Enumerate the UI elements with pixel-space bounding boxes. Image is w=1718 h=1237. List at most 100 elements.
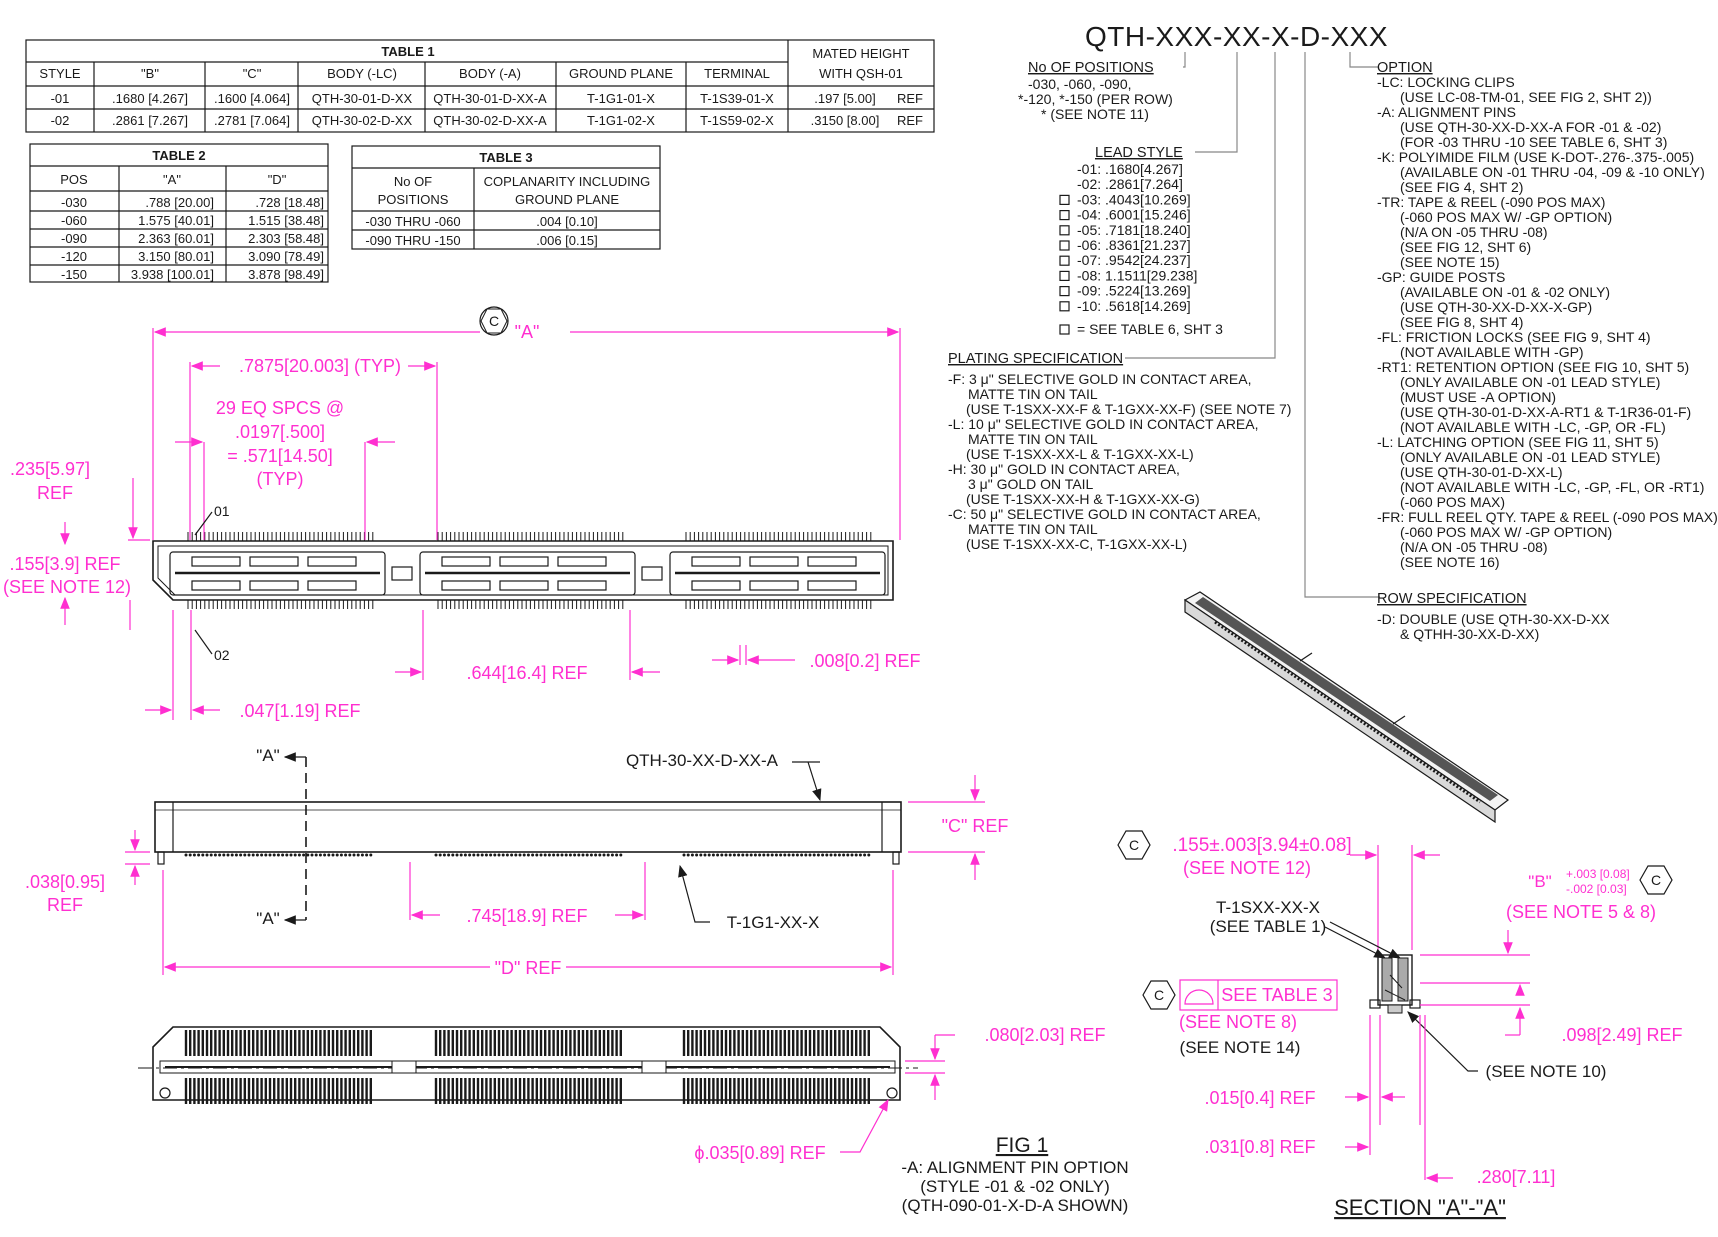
- option-line: -TR: TAPE & REEL (-090 POS MAX): [1377, 194, 1605, 210]
- table-2-cell: 1.515 [38.48]: [248, 213, 324, 228]
- table-1-title: TABLE 1: [381, 44, 434, 59]
- side-pin: [476, 853, 480, 857]
- side-pin: [497, 853, 501, 857]
- option-line: (FOR -03 THRU -10 SEE TABLE 6, SHT 3): [1400, 134, 1667, 150]
- dim-155: (SEE NOTE 12): [3, 577, 131, 597]
- side-pin: [234, 853, 238, 857]
- side-pin: [577, 853, 581, 857]
- option-line: (NOT AVAILABLE WITH -LC, -GP, OR -FL): [1400, 419, 1666, 435]
- table-3-cell: .006 [0.15]: [536, 233, 597, 248]
- side-pin: [741, 853, 745, 857]
- lead-style-item: -02: .2861[7.264]: [1077, 176, 1183, 192]
- table-6-box-icon: [1059, 225, 1070, 236]
- lead-style-item: -09: .5224[13.269]: [1077, 283, 1191, 299]
- option-line: (NOT AVAILABLE WITH -LC, -GP, -FL, OR -R…: [1400, 479, 1704, 495]
- side-pin: [589, 853, 593, 857]
- section-title: SECTION "A"-"A": [1334, 1195, 1506, 1220]
- side-pin: [720, 853, 724, 857]
- side-pin: [749, 853, 753, 857]
- critical-symbol: C: [489, 313, 499, 329]
- plating-line: -F: 3 μ" SELECTIVE GOLD IN CONTACT AREA,: [948, 371, 1251, 387]
- plating-line: 3 μ" GOLD ON TAIL: [968, 476, 1094, 492]
- lead-style-item: -01: .1680[4.267]: [1077, 161, 1183, 177]
- row-spec-line: -D: DOUBLE (USE QTH-30-XX-D-XX: [1377, 611, 1610, 627]
- table-6-box-icon: [1059, 194, 1070, 205]
- side-pin: [732, 853, 736, 857]
- plating-line: MATTE TIN ON TAIL: [968, 386, 1098, 402]
- option-line: (USE QTH-30-XX-D-XX-X-GP): [1400, 299, 1592, 315]
- side-pin: [514, 853, 518, 857]
- option-line: (USE QTH-30-XX-D-XX-A FOR -01 & -02): [1400, 119, 1661, 135]
- table-1-header: GROUND PLANE: [569, 66, 673, 81]
- side-pin: [686, 853, 690, 857]
- side-pin: [281, 853, 285, 857]
- side-pin: [339, 853, 343, 857]
- side-pin: [535, 853, 539, 857]
- table-1-header: "B": [141, 66, 159, 81]
- table-3-cell: -030 THRU -060: [365, 214, 460, 229]
- side-pin: [711, 853, 715, 857]
- dim-031: .031[0.8] REF: [1204, 1137, 1315, 1157]
- plating-line: MATTE TIN ON TAIL: [968, 521, 1098, 537]
- side-pin: [783, 853, 787, 857]
- section-a-a-view: C .155±.003[3.94±0.08] (SEE NOTE 12) T-1…: [1117, 830, 1683, 1220]
- table-2-header: "D": [268, 172, 287, 187]
- bottom-view: .080[2.03] REF ϕ.035[0.89] REF: [138, 1025, 1106, 1163]
- side-pin: [369, 853, 373, 857]
- option-line: (AVAILABLE ON -01 THRU -04, -09 & -10 ON…: [1400, 164, 1705, 180]
- side-pin: [867, 853, 871, 857]
- table-1-header: TERMINAL: [704, 66, 770, 81]
- side-pin: [774, 853, 778, 857]
- table-2-cell: 3.878 [98.49]: [248, 267, 324, 282]
- side-pin: [484, 853, 488, 857]
- window-cavity: [249, 556, 299, 567]
- see-note-8: (SEE NOTE 8): [1179, 1012, 1297, 1032]
- side-pin: [682, 853, 686, 857]
- option-title: OPTION: [1377, 60, 1433, 76]
- side-pin: [762, 853, 766, 857]
- side-pin: [585, 853, 589, 857]
- table-1-cell: .3150 [8.00]: [811, 113, 880, 128]
- side-pin: [779, 853, 783, 857]
- side-pin: [360, 853, 364, 857]
- side-pin: [344, 853, 348, 857]
- dim-035: ϕ.035[0.89] REF: [694, 1143, 825, 1163]
- side-pin: [293, 853, 297, 857]
- side-pin: [510, 853, 514, 857]
- table-1-header: BODY (-LC): [327, 66, 397, 81]
- section-a-marker: "A": [256, 909, 279, 928]
- option-line: -FL: FRICTION LOCKS (SEE FIG 9, SHT 4): [1377, 329, 1651, 345]
- table-3-title: TABLE 3: [479, 150, 532, 165]
- pitch-dimension: .7875[20.003] (TYP): [239, 356, 401, 376]
- side-pin: [707, 853, 711, 857]
- table-2-cell: 3.938 [100.01]: [131, 267, 214, 282]
- top-view: C "A" .7875[20.003] (TYP) 29 EQ SPCS @ .…: [3, 306, 921, 721]
- side-view: "A" "A" QTH-30-XX-D-XX-A "C" REF .038[0.…: [25, 746, 1008, 978]
- table-2-cell: .728 [18.48]: [255, 195, 324, 210]
- table-6-box-icon: [1059, 255, 1070, 266]
- window-cavity: [307, 580, 357, 591]
- side-pin: [463, 853, 467, 857]
- side-pin: [518, 853, 522, 857]
- critical-symbol: C: [1154, 987, 1164, 1003]
- dimension-b: "B": [1528, 872, 1551, 891]
- window-cavity: [499, 556, 549, 567]
- option-line: (USE QTH-30-01-D-XX-A-RT1 & T-1R36-01-F): [1400, 404, 1691, 420]
- dim-644: .644[16.4] REF: [466, 663, 587, 683]
- option-line: (-060 POS MAX): [1400, 494, 1505, 510]
- table-1-cell: .2861 [7.267]: [112, 113, 188, 128]
- window-cavity: [691, 556, 741, 567]
- see-note-14: (SEE NOTE 14): [1180, 1038, 1301, 1057]
- table-1-cell: T-1G1-01-X: [587, 91, 655, 106]
- table-1-cell: REF: [897, 113, 923, 128]
- note-5-8: (SEE NOTE 5 & 8): [1506, 902, 1656, 922]
- side-pin: [791, 853, 795, 857]
- table-1-cell: QTH-30-02-D-XX-A: [433, 113, 547, 128]
- window-cavity: [557, 556, 607, 567]
- dim-235: .235[5.97]: [10, 459, 90, 479]
- option-line: (USE LC-08-TM-01, SEE FIG 2, SHT 2)): [1400, 89, 1652, 105]
- side-pin: [201, 853, 205, 857]
- side-pin: [209, 853, 213, 857]
- section-dim-155: .155±.003[3.94±0.08]: [1172, 835, 1351, 856]
- option-line: (SEE FIG 12, SHT 6): [1400, 239, 1531, 255]
